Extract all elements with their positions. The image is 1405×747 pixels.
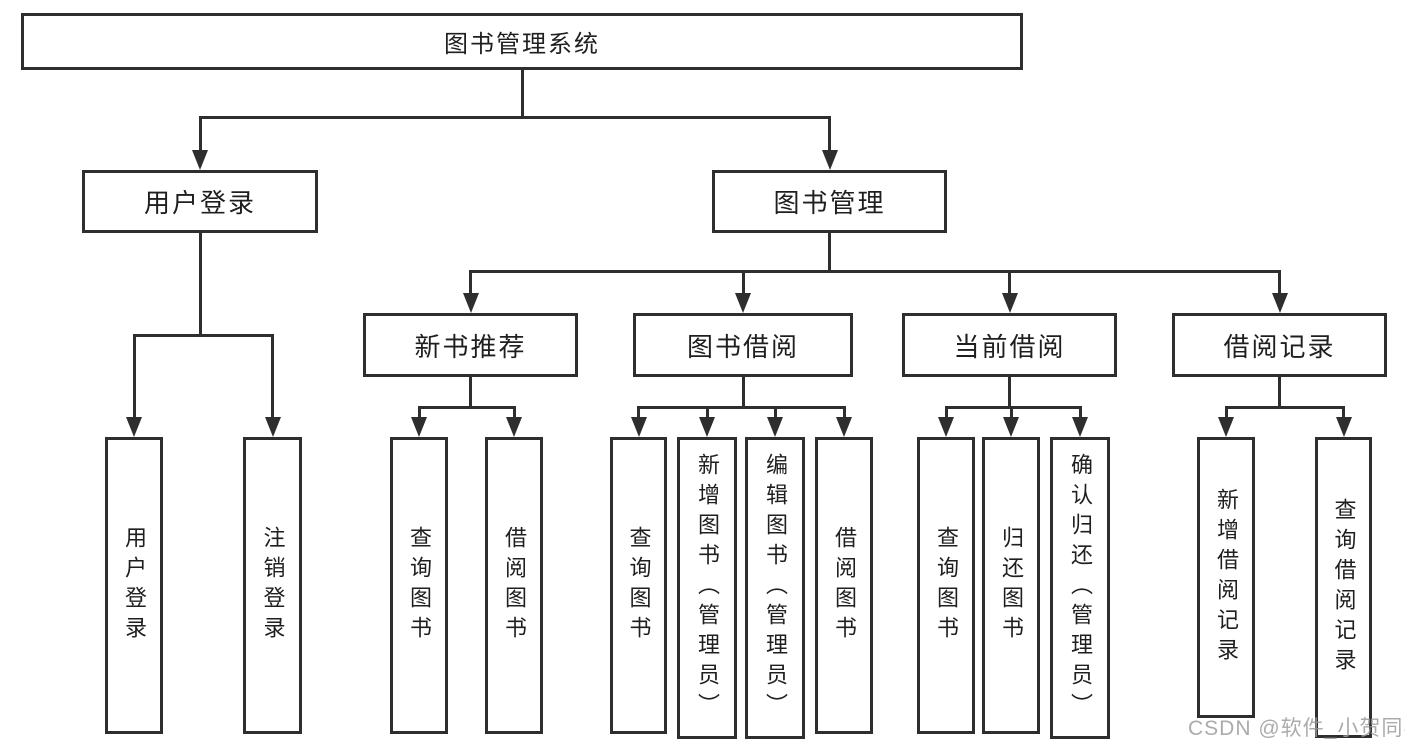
arrowhead-leaf-nbr-query-books xyxy=(411,417,427,437)
node-label-leaf-cb-confirm-return: 确认归还（管理员） xyxy=(1068,453,1093,723)
connector-drop-leaf-bb-edit-books xyxy=(773,407,777,419)
arrowhead-borrowing-records xyxy=(1271,293,1288,313)
node-leaf-bb-add-books: 新增图书（管理员） xyxy=(677,437,737,739)
connector-stem-user-login xyxy=(198,233,202,335)
node-leaf-bb-query-books: 查询图书 xyxy=(610,437,667,734)
node-user-login: 用户登录 xyxy=(82,170,318,233)
node-label-leaf-logout: 注销登录 xyxy=(260,525,286,646)
node-label-book-borrowing: 图书借阅 xyxy=(686,331,799,362)
node-book-borrowing: 图书借阅 xyxy=(633,313,853,377)
node-leaf-cb-return-books: 归还图书 xyxy=(982,437,1040,734)
node-label-new-book-recommendation: 新书推荐 xyxy=(414,331,527,362)
connector-stem-current-borrowing xyxy=(1008,377,1011,407)
arrowhead-leaf-br-add-record xyxy=(1218,417,1234,437)
arrowhead-book-borrowing xyxy=(735,293,751,313)
connector-branch-book-management xyxy=(469,269,1281,273)
node-leaf-cb-confirm-return: 确认归还（管理员） xyxy=(1050,437,1110,739)
arrowhead-leaf-bb-query-books xyxy=(630,417,647,437)
connector-drop-new-book-recommendation xyxy=(469,271,472,295)
watermark: CSDN @软件_小贺同学 xyxy=(1188,717,1405,740)
node-label-borrowing-records: 借阅记录 xyxy=(1223,331,1336,362)
connector-drop-book-management xyxy=(828,117,831,152)
arrowhead-leaf-logout xyxy=(264,417,281,437)
node-leaf-nbr-query-books: 查询图书 xyxy=(390,437,448,734)
node-leaf-bb-borrow-books: 借阅图书 xyxy=(815,437,873,734)
connector-branch-borrowing-records xyxy=(1224,405,1345,409)
connector-drop-current-borrowing xyxy=(1008,271,1011,295)
node-leaf-bb-edit-books: 编辑图书（管理员） xyxy=(745,437,805,739)
connector-stem-library-system xyxy=(520,70,524,117)
node-label-book-management: 图书管理 xyxy=(773,188,886,218)
connector-branch-library-system xyxy=(198,115,831,119)
node-label-leaf-nbr-borrow-books: 借阅图书 xyxy=(502,525,527,646)
connector-stem-borrowing-records xyxy=(1278,377,1281,407)
connector-drop-leaf-bb-borrow-books xyxy=(842,407,846,419)
connector-drop-leaf-logout xyxy=(271,335,274,419)
node-new-book-recommendation: 新书推荐 xyxy=(363,313,578,377)
connector-stem-new-book-recommendation xyxy=(469,377,472,407)
connector-drop-book-borrowing xyxy=(741,271,745,295)
arrowhead-leaf-cb-query-books xyxy=(938,417,954,437)
connector-stem-book-management xyxy=(828,233,831,271)
node-label-leaf-bb-add-books: 新增图书（管理员） xyxy=(695,453,720,723)
connector-drop-leaf-br-add-record xyxy=(1224,407,1228,419)
connector-drop-leaf-cb-confirm-return xyxy=(1078,407,1082,419)
node-label-leaf-br-query-record: 查询借阅记录 xyxy=(1331,497,1357,678)
node-label-user-login: 用户登录 xyxy=(143,188,256,218)
arrowhead-user-login xyxy=(192,150,208,170)
connector-branch-book-borrowing xyxy=(637,405,846,409)
node-label-current-borrowing: 当前借阅 xyxy=(953,331,1066,362)
arrowhead-leaf-bb-borrow-books xyxy=(836,417,852,437)
connector-stem-book-borrowing xyxy=(741,377,745,407)
arrowhead-current-borrowing xyxy=(1001,293,1018,313)
node-label-leaf-bb-query-books: 查询图书 xyxy=(626,525,652,646)
connector-drop-user-login xyxy=(198,117,202,152)
node-leaf-cb-query-books: 查询图书 xyxy=(917,437,975,734)
connector-branch-user-login xyxy=(132,333,274,337)
node-leaf-br-query-record: 查询借阅记录 xyxy=(1315,437,1372,738)
connector-drop-leaf-br-query-record xyxy=(1342,407,1345,419)
arrowhead-leaf-user-login xyxy=(126,417,142,437)
arrowhead-leaf-nbr-borrow-books xyxy=(506,417,522,437)
node-leaf-logout: 注销登录 xyxy=(243,437,302,734)
node-book-management: 图书管理 xyxy=(712,170,947,233)
connector-drop-leaf-bb-add-books xyxy=(705,407,709,419)
connector-branch-new-book-recommendation xyxy=(417,405,516,409)
arrowhead-leaf-bb-add-books xyxy=(699,417,715,437)
node-label-leaf-bb-borrow-books: 借阅图书 xyxy=(832,525,857,646)
arrowhead-leaf-cb-return-books xyxy=(1003,417,1019,437)
arrowhead-book-management xyxy=(821,150,838,170)
connector-drop-borrowing-records xyxy=(1278,271,1281,295)
node-leaf-br-add-record: 新增借阅记录 xyxy=(1197,437,1255,718)
node-label-leaf-cb-return-books: 归还图书 xyxy=(999,525,1024,646)
node-label-leaf-nbr-query-books: 查询图书 xyxy=(407,525,432,646)
node-library-system: 图书管理系统 xyxy=(21,13,1023,70)
node-label-leaf-bb-edit-books: 编辑图书（管理员） xyxy=(763,453,788,723)
arrowhead-leaf-cb-confirm-return xyxy=(1072,417,1088,437)
node-label-library-system: 图书管理系统 xyxy=(444,31,600,58)
arrowhead-leaf-br-query-record xyxy=(1335,417,1352,437)
node-label-leaf-cb-query-books: 查询图书 xyxy=(934,525,959,646)
node-leaf-user-login: 用户登录 xyxy=(105,437,163,734)
node-label-leaf-user-login: 用户登录 xyxy=(122,525,147,646)
node-label-leaf-br-add-record: 新增借阅记录 xyxy=(1214,487,1239,668)
connector-drop-leaf-user-login xyxy=(132,335,136,419)
connector-drop-leaf-bb-query-books xyxy=(637,407,640,419)
node-leaf-nbr-borrow-books: 借阅图书 xyxy=(485,437,543,734)
connector-drop-leaf-nbr-borrow-books xyxy=(512,407,516,419)
arrowhead-leaf-bb-edit-books xyxy=(767,417,783,437)
node-borrowing-records: 借阅记录 xyxy=(1172,313,1387,377)
connector-drop-leaf-nbr-query-books xyxy=(417,407,421,419)
connector-branch-current-borrowing xyxy=(944,405,1082,409)
connector-drop-leaf-cb-return-books xyxy=(1009,407,1013,419)
arrowhead-new-book-recommendation xyxy=(462,293,479,313)
node-current-borrowing: 当前借阅 xyxy=(902,313,1117,377)
connector-drop-leaf-cb-query-books xyxy=(944,407,948,419)
